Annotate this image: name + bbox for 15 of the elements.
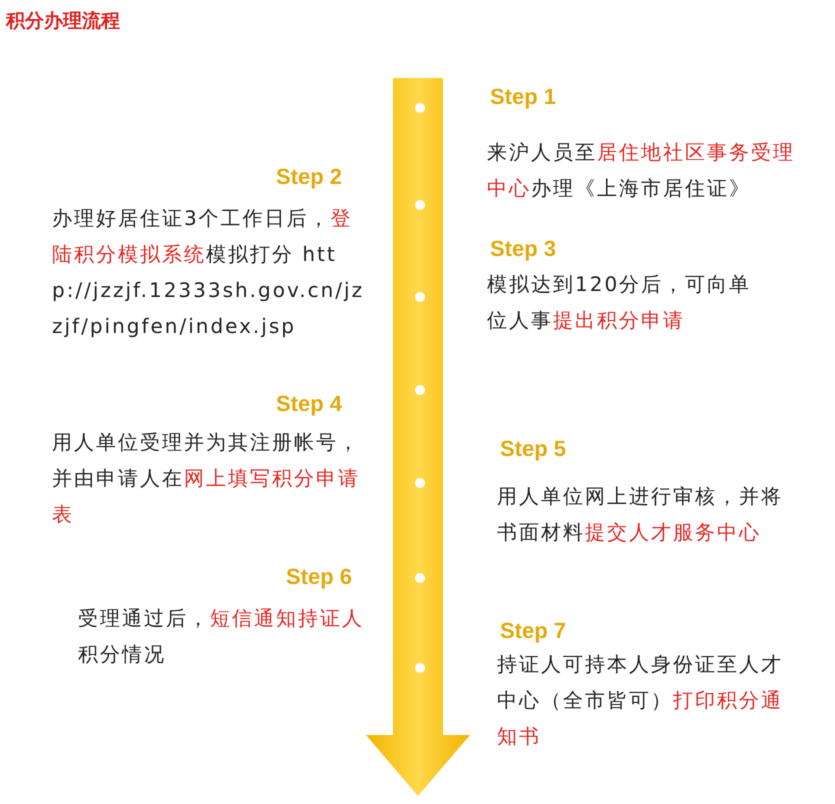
title: 积分办理流程	[6, 9, 120, 34]
step-heading: Step 5	[500, 436, 566, 462]
step-heading: Step 1	[490, 84, 556, 110]
step-description: 模拟达到120分后，可向单位人事提出积分申请	[487, 271, 752, 334]
step-description: 受理通过后，短信通知持证人积分情况	[78, 605, 365, 668]
step-description: 持证人可持本人身份证至人才中心（全市皆可）打印积分通知书	[497, 651, 784, 750]
step-description: 用人单位网上进行审核，并将书面材料提交人才服务中心	[497, 483, 784, 546]
step-description: 来沪人员至居住地社区事务受理中心办理《上海市居住证》	[487, 139, 796, 202]
step-heading: Step 6	[286, 564, 352, 590]
step-heading: Step 7	[500, 618, 566, 644]
step-description: 用人单位受理并为其注册帐号，并由申请人在网上填写积分申请表	[52, 429, 361, 528]
step-heading: Step 2	[276, 164, 342, 190]
step-heading: Step 4	[276, 391, 342, 417]
step-description: 办理好居住证3个工作日后，登陆积分模拟系统模拟打分 http://jzzjf.12333sh.gov.cn/jzzjf/pingfen/index.jsp	[52, 205, 366, 340]
step-heading: Step 3	[490, 236, 556, 262]
